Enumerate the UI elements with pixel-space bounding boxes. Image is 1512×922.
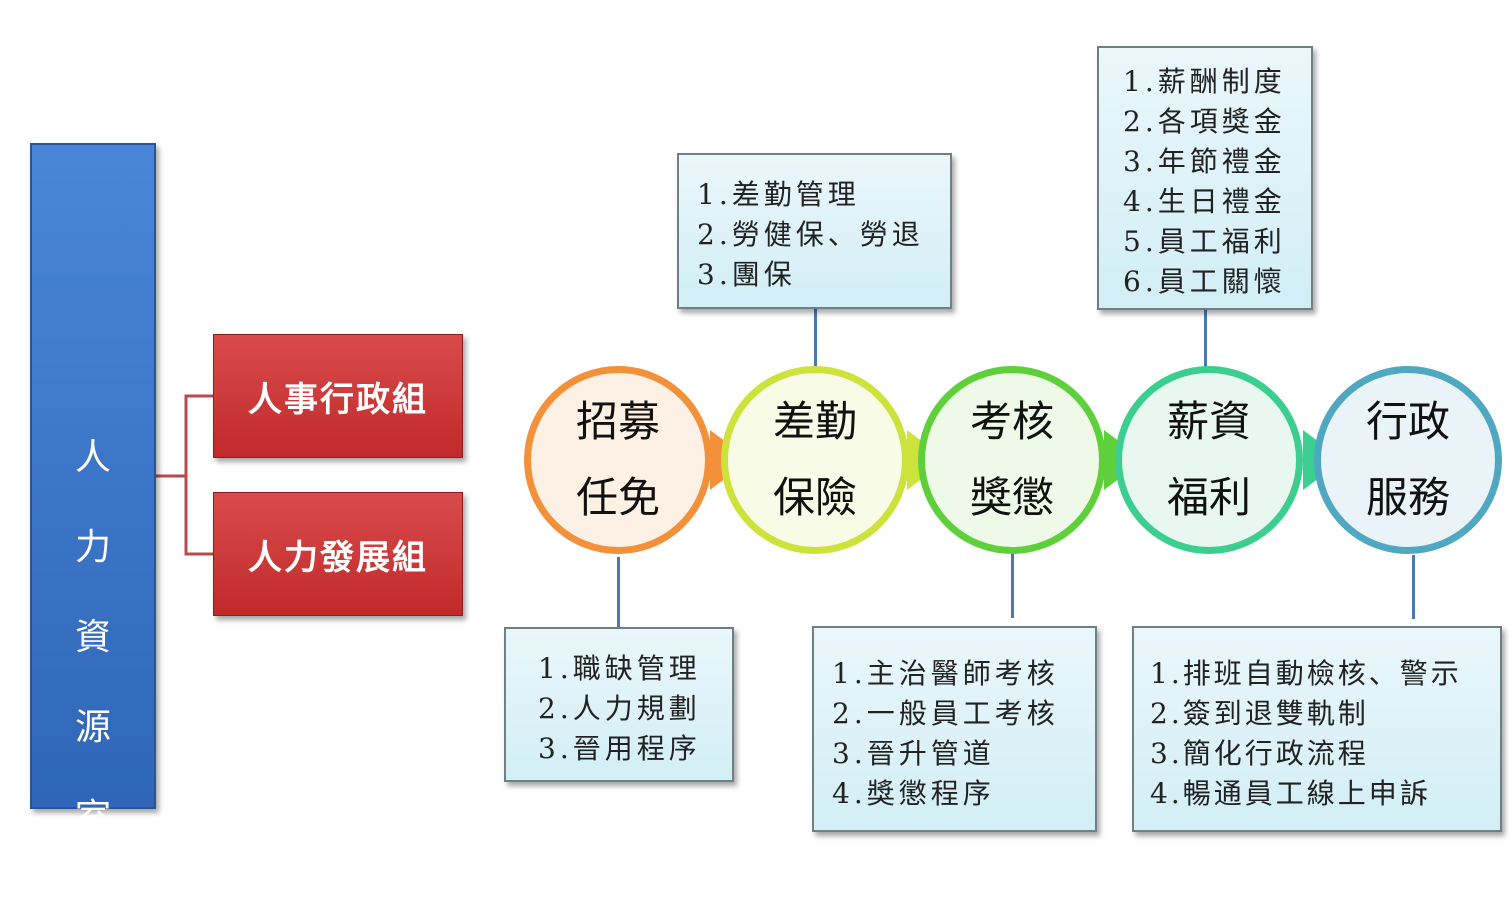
connector-line bbox=[1011, 552, 1014, 618]
connector-line bbox=[617, 557, 620, 627]
details-box-evaluation: 1.主治醫師考核 2.一般員工考核 3.晉升管道 4.獎懲程序 bbox=[812, 626, 1097, 832]
process-step-attendance: 差勤 保險 bbox=[721, 366, 909, 554]
group-box-hr-development: 人力發展組 bbox=[213, 492, 463, 616]
connector-line bbox=[1204, 309, 1207, 375]
department-title: 人 力 資 源 室 bbox=[74, 437, 111, 838]
process-step-salary: 薪資 福利 bbox=[1115, 366, 1303, 554]
department-bar: 人 力 資 源 室 bbox=[30, 143, 156, 838]
process-step-evaluation: 考核 獎懲 bbox=[918, 366, 1106, 554]
details-box-salary: 1.薪酬制度 2.各項獎金 3.年節禮金 4.生日禮金 5.員工福利 6.員工關… bbox=[1097, 46, 1313, 310]
details-box-recruitment: 1.職缺管理 2.人力規劃 3.晉用程序 bbox=[504, 627, 734, 782]
connector-line bbox=[814, 309, 817, 375]
group-box-personnel-admin: 人事行政組 bbox=[213, 334, 463, 458]
details-box-admin-service: 1.排班自動檢核、警示 2.簽到退雙軌制 3.簡化行政流程 4.暢通員工線上申訴 bbox=[1132, 626, 1502, 832]
process-step-recruitment: 招募 任免 bbox=[524, 366, 712, 554]
connector-line bbox=[1412, 555, 1415, 619]
details-box-attendance: 1.差勤管理 2.勞健保、勞退 3.團保 bbox=[677, 153, 952, 309]
process-step-admin-service: 行政 服務 bbox=[1314, 366, 1502, 554]
